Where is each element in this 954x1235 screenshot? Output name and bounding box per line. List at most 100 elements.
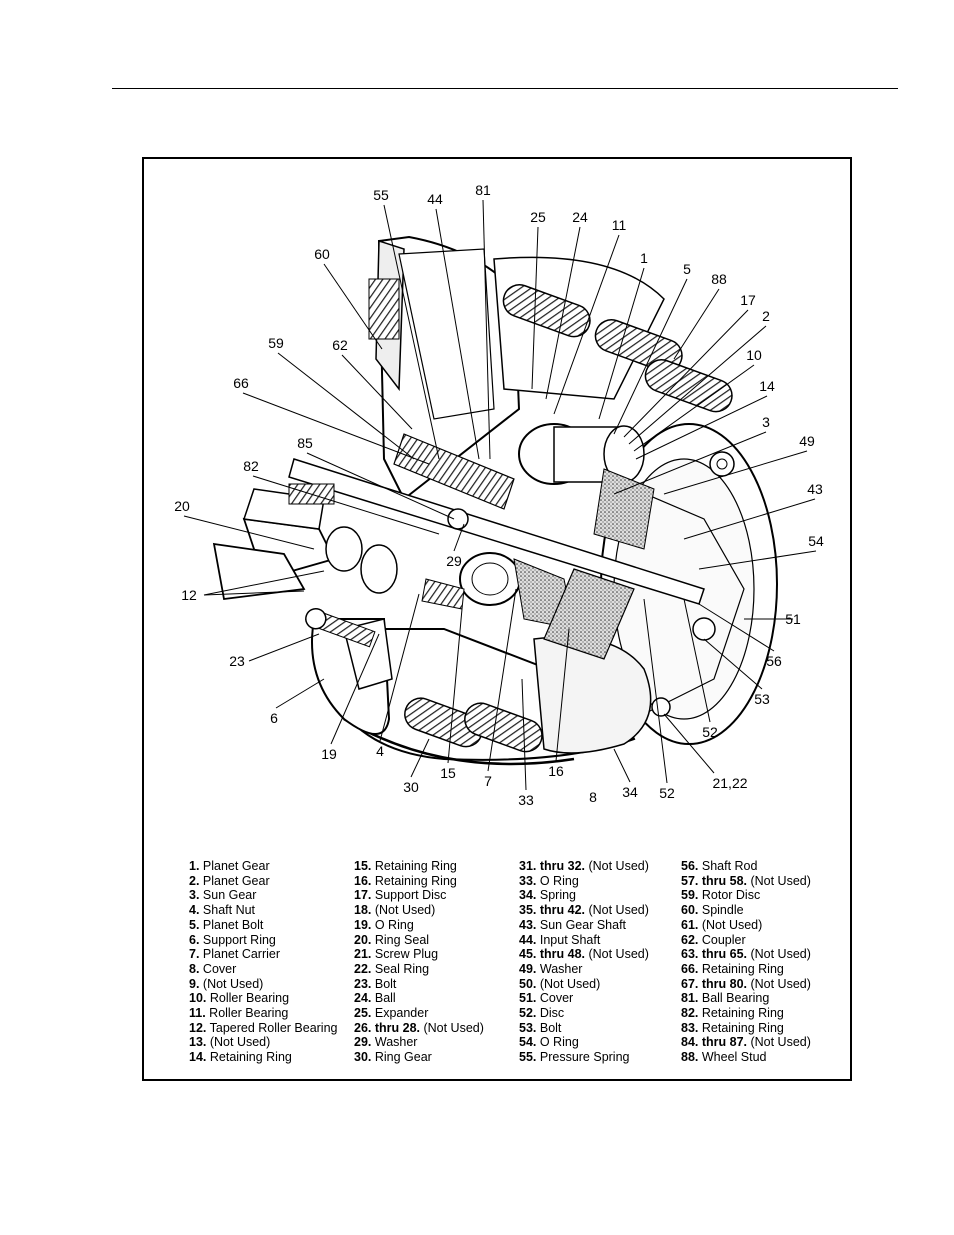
wheel-studs-lower: [404, 697, 543, 753]
legend-item: 11. Roller Bearing: [189, 1006, 338, 1021]
legend-item: 52. Disc: [519, 1006, 649, 1021]
legend-item-number: 8.: [189, 961, 200, 976]
legend-item-name: (Not Used): [585, 859, 649, 873]
legend-item: 9. (Not Used): [189, 977, 338, 992]
legend-item-name: Expander: [371, 1006, 429, 1021]
leader-lines: [183, 199, 817, 791]
legend-item-number: 52.: [519, 1006, 537, 1021]
legend-item-name: (Not Used): [536, 976, 601, 991]
legend-item-name: Shaft Rod: [698, 859, 758, 873]
callout-16: 16: [548, 763, 564, 779]
callout-59: 59: [268, 335, 284, 351]
legend-item: 34. Spring: [519, 888, 649, 903]
callout-15: 15: [440, 765, 456, 781]
support-ring: [311, 618, 393, 735]
callout-34: 34: [622, 784, 638, 800]
legend-item: 61. (Not Used): [681, 918, 811, 933]
legend-item-name: Disc: [536, 1006, 565, 1021]
legend-item-number: 60.: [681, 903, 699, 918]
legend-item: 19. O Ring: [354, 918, 484, 933]
legend-item-name: O Ring: [536, 1035, 579, 1050]
legend-item-name: Planet Gear: [199, 859, 270, 873]
tapered-roller-bearings: [212, 483, 465, 648]
legend-item-number: 31. thru 32.: [519, 859, 585, 873]
legend-item: 55. Pressure Spring: [519, 1050, 649, 1065]
input-shaft-assembly: [288, 433, 705, 605]
callout-81: 81: [475, 182, 491, 198]
callout-20: 20: [174, 498, 190, 514]
legend-item-name: O Ring: [371, 917, 414, 932]
legend-item-name: Retaining Ring: [698, 961, 784, 976]
legend-item: 18. (Not Used): [354, 903, 484, 918]
legend-item-number: 25.: [354, 1006, 372, 1021]
legend-item: 45. thru 48. (Not Used): [519, 947, 649, 962]
legend-item-number: 30.: [354, 1050, 372, 1065]
planet-gears: [459, 423, 655, 660]
lower-housing: [312, 628, 652, 766]
legend-item-name: Retaining Ring: [698, 1020, 784, 1035]
legend-item-number: 54.: [519, 1035, 537, 1050]
legend-item-name: Planet Bolt: [199, 917, 264, 932]
callout-4: 4: [376, 743, 384, 759]
legend-item-name: (Not Used): [747, 947, 811, 962]
callout-17: 17: [740, 292, 756, 308]
legend-item-name: Rotor Disc: [698, 888, 761, 903]
callout-5: 5: [683, 261, 691, 277]
legend-item: 66. Retaining Ring: [681, 962, 811, 977]
legend-item-name: Input Shaft: [536, 932, 601, 947]
legend-item-name: Planet Gear: [199, 873, 270, 888]
legend-item-name: (Not Used): [747, 873, 811, 888]
legend-item-number: 55.: [519, 1050, 537, 1065]
legend-item-name: Tapered Roller Bearing: [206, 1020, 338, 1035]
legend-item-number: 23.: [354, 976, 372, 991]
legend-item: 60. Spindle: [681, 903, 811, 918]
legend-item-number: 11.: [189, 1006, 206, 1021]
legend-item-name: Cover: [199, 961, 237, 976]
legend-item-name: Bolt: [371, 976, 397, 991]
legend-item-number: 49.: [519, 961, 537, 976]
legend-item-number: 29.: [354, 1035, 372, 1050]
legend-item: 57. thru 58. (Not Used): [681, 874, 811, 889]
legend-item: 15. Retaining Ring: [354, 859, 484, 874]
legend-item-name: Roller Bearing: [206, 991, 290, 1006]
callout-43: 43: [807, 481, 823, 497]
legend-item-name: Cover: [536, 991, 574, 1006]
legend-item: 51. Cover: [519, 991, 649, 1006]
legend-item-name: Sun Gear: [199, 888, 257, 903]
legend-item-name: Planet Carrier: [199, 947, 281, 962]
legend-item-name: (Not Used): [585, 947, 649, 962]
callout-62: 62: [332, 337, 348, 353]
legend-item: 4. Shaft Nut: [189, 903, 338, 918]
legend-item: 67. thru 80. (Not Used): [681, 977, 811, 992]
legend-item-name: Spring: [536, 888, 576, 903]
callout-10: 10: [746, 347, 762, 363]
legend-item-number: 5.: [189, 917, 200, 932]
gearbox-cutaway-diagram: [183, 199, 817, 791]
legend-item: 44. Input Shaft: [519, 933, 649, 948]
legend-item-name: (Not Used): [371, 903, 436, 918]
legend-item: 20. Ring Seal: [354, 933, 484, 948]
legend-item-name: Retaining Ring: [206, 1050, 292, 1065]
legend-item-name: Washer: [371, 1035, 418, 1050]
callout-8: 8: [589, 789, 597, 805]
legend-item: 53. Bolt: [519, 1021, 649, 1036]
callout-55: 55: [373, 187, 389, 203]
legend-item-number: 50.: [519, 976, 537, 991]
legend-item-name: Support Disc: [371, 888, 447, 903]
legend-item: 7. Planet Carrier: [189, 947, 338, 962]
legend-item-name: Coupler: [698, 932, 746, 947]
legend-item-number: 67. thru 80.: [681, 976, 747, 991]
legend-item-name: Support Ring: [199, 932, 276, 947]
callout-52b: 52: [659, 785, 675, 801]
callout-29: 29: [446, 553, 462, 569]
callout-14: 14: [759, 378, 775, 394]
legend-item-number: 16.: [354, 873, 372, 888]
callout-88: 88: [711, 271, 727, 287]
legend-item-name: Ring Seal: [371, 932, 430, 947]
callout-60: 60: [314, 246, 330, 262]
legend-item: 83. Retaining Ring: [681, 1021, 811, 1036]
